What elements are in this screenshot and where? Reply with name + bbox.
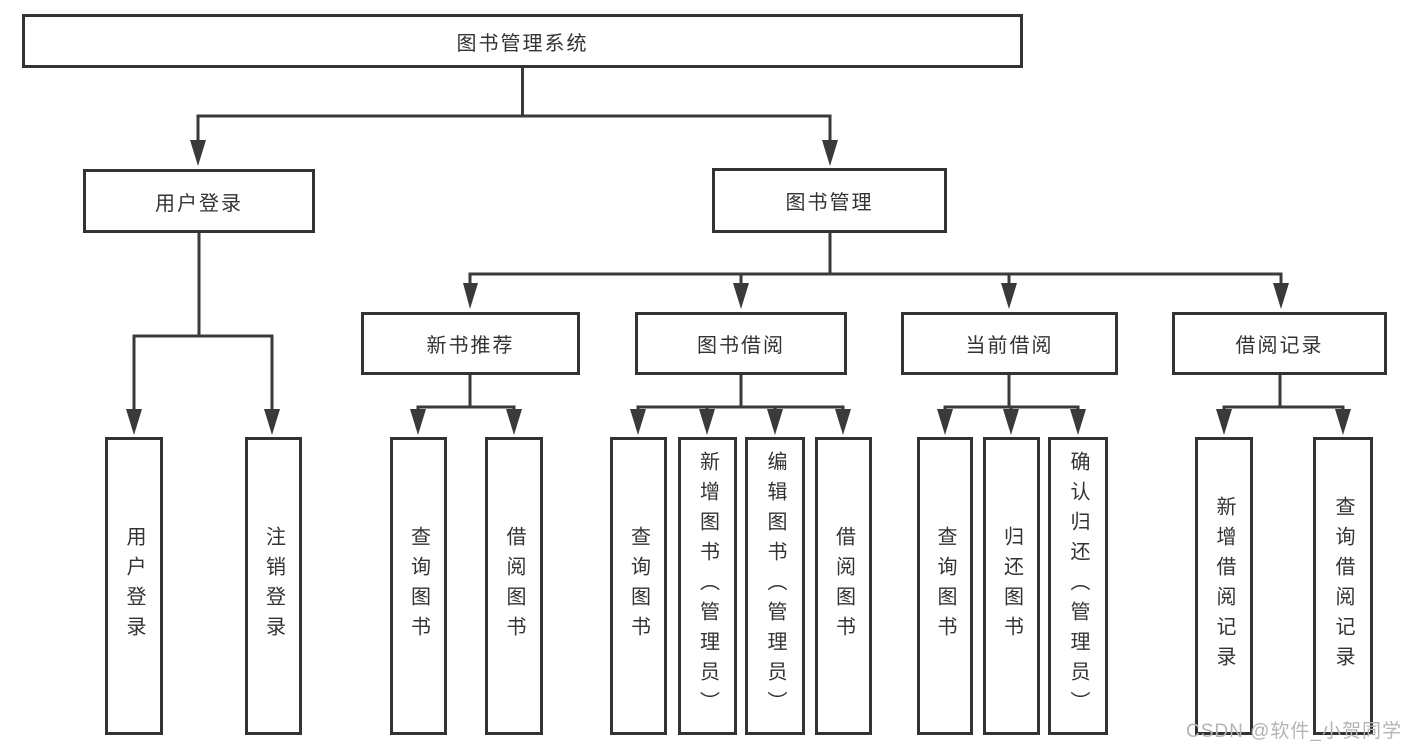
leaf-label: 新增借阅记录 <box>1213 496 1235 676</box>
leaf-return-book: 归还图书 <box>983 437 1040 735</box>
leaf-add-borrow-record: 新增借阅记录 <box>1195 437 1253 735</box>
node-book-management: 图书管理 <box>712 168 947 233</box>
leaf-logout: 注销登录 <box>245 437 302 735</box>
node-new-book-recommendation: 新书推荐 <box>361 312 580 375</box>
leaf-label: 借阅图书 <box>832 526 855 646</box>
leaf-label: 编辑图书（管理员） <box>764 451 786 721</box>
leaf-label: 查询图书 <box>934 526 956 646</box>
leaf-user-login: 用户登录 <box>105 437 163 735</box>
leaf-label: 确认归还（管理员） <box>1067 451 1089 721</box>
leaf-query-books-recommend: 查询图书 <box>390 437 447 735</box>
node-user-login: 用户登录 <box>83 169 315 233</box>
node-label: 图书借阅 <box>697 335 785 357</box>
leaf-label: 查询借阅记录 <box>1332 496 1354 676</box>
leaf-query-books-borrow: 查询图书 <box>610 437 667 735</box>
leaf-label: 归还图书 <box>1000 526 1023 646</box>
leaf-query-books-current: 查询图书 <box>917 437 973 735</box>
node-label: 用户登录 <box>155 192 243 215</box>
node-borrowing-records: 借阅记录 <box>1172 312 1387 375</box>
node-label: 图书管理系统 <box>456 32 589 55</box>
leaf-label: 新增图书（管理员） <box>696 451 719 721</box>
arrowhead-icons <box>126 140 1351 435</box>
leaf-borrow-books-recommend: 借阅图书 <box>485 437 543 735</box>
node-label: 当前借阅 <box>965 335 1054 357</box>
leaf-borrow-books: 借阅图书 <box>815 437 872 735</box>
leaf-label: 借阅图书 <box>503 526 525 646</box>
node-label: 借阅记录 <box>1235 335 1324 357</box>
leaf-label: 用户登录 <box>123 526 145 646</box>
node-label: 新书推荐 <box>426 335 515 357</box>
leaf-confirm-return-admin: 确认归还（管理员） <box>1048 437 1108 735</box>
leaf-label: 注销登录 <box>262 526 285 646</box>
leaf-label: 查询图书 <box>407 526 430 646</box>
leaf-add-book-admin: 新增图书（管理员） <box>678 437 737 735</box>
node-current-borrowing: 当前借阅 <box>901 312 1118 375</box>
leaf-query-borrow-record: 查询借阅记录 <box>1313 437 1373 735</box>
csdn-watermark: CSDN @软件_小贺同学 <box>1186 721 1402 742</box>
node-label: 图书管理 <box>785 192 874 214</box>
node-library-management-system: 图书管理系统 <box>22 14 1023 68</box>
node-book-borrowing: 图书借阅 <box>635 312 847 375</box>
leaf-edit-book-admin: 编辑图书（管理员） <box>745 437 805 735</box>
leaf-label: 查询图书 <box>627 526 650 646</box>
